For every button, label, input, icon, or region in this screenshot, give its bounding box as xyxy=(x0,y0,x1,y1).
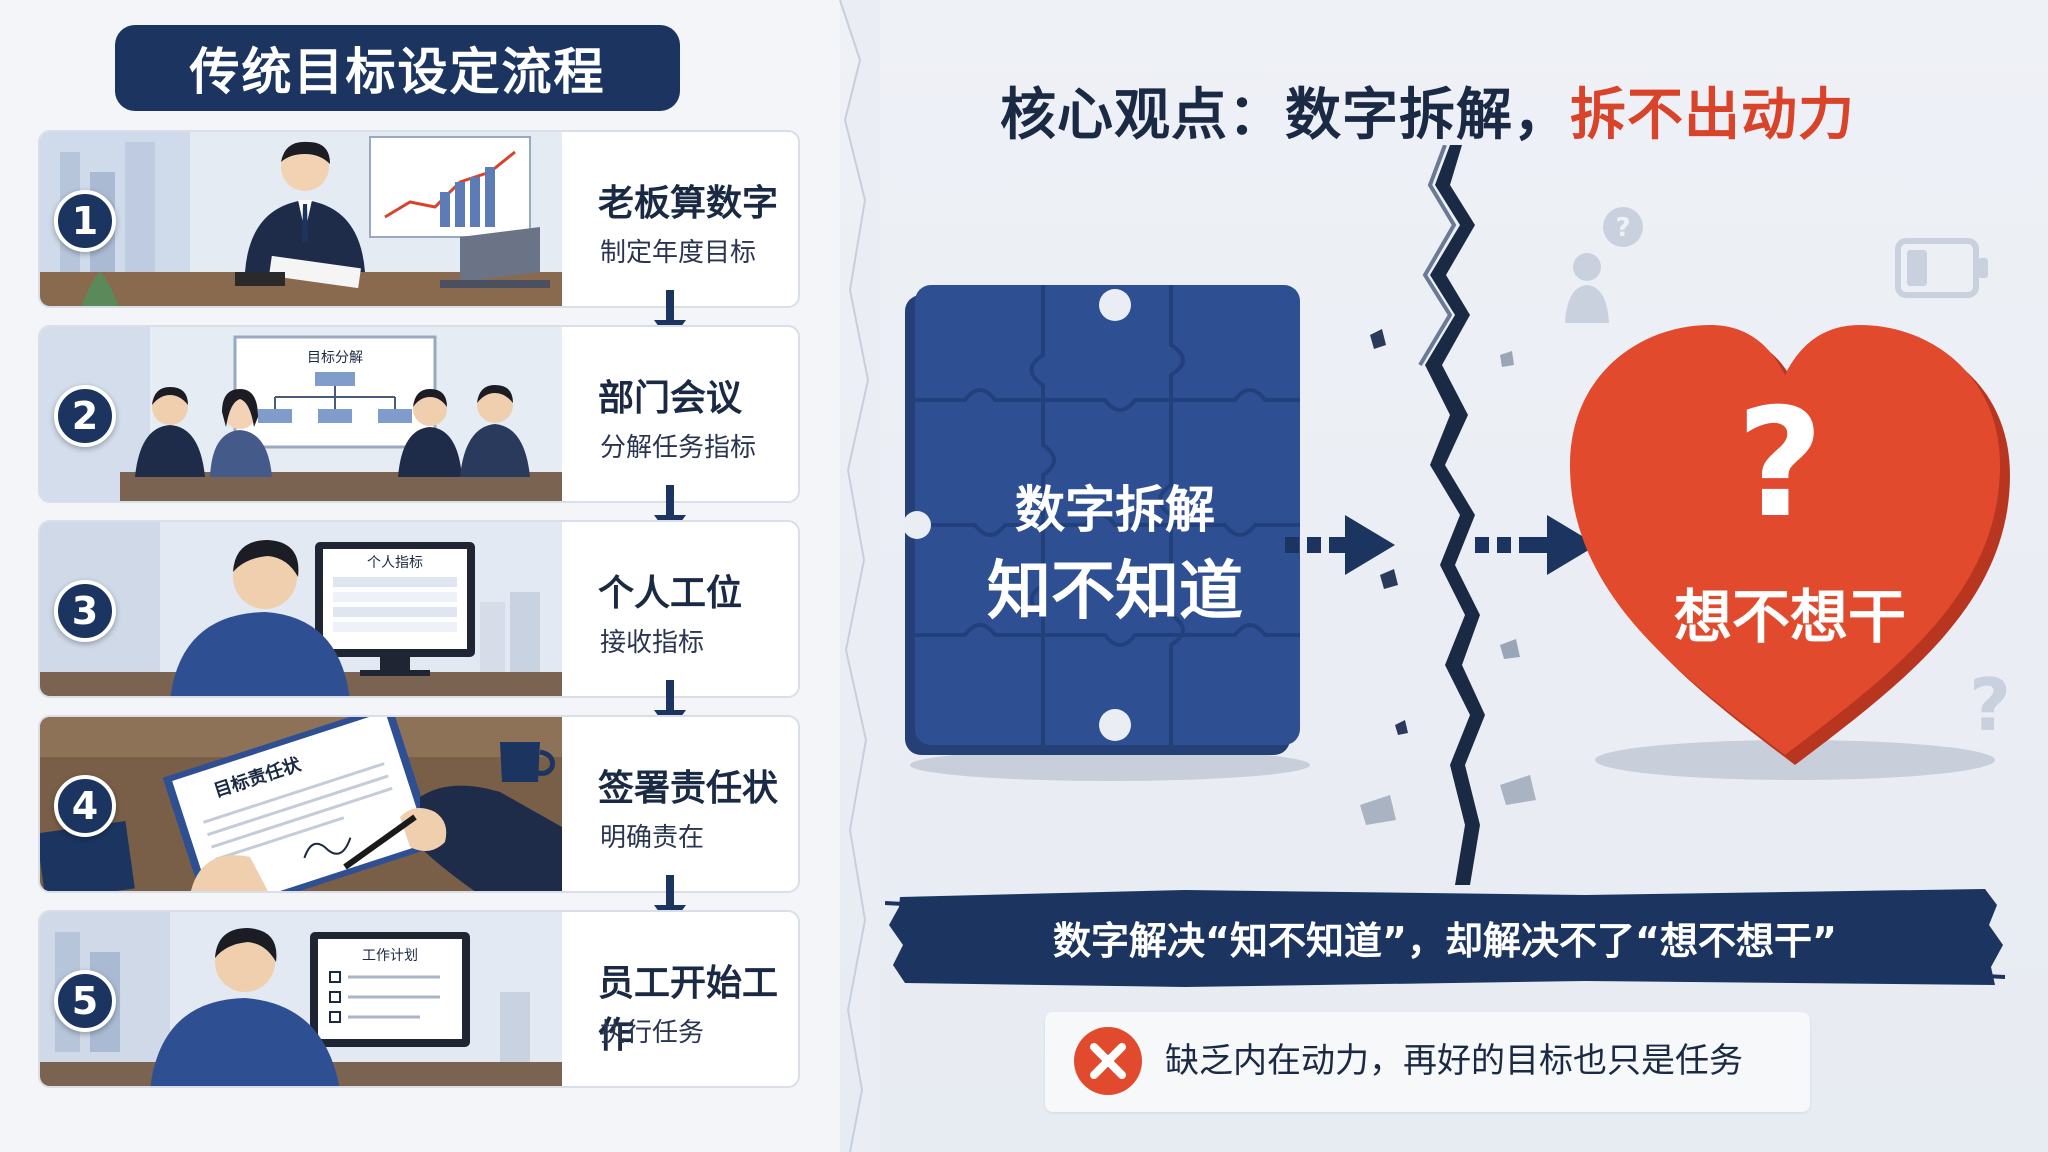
step-1-scene xyxy=(40,132,562,306)
close-circle-icon xyxy=(1074,1027,1142,1095)
step-4-scene: 目标责任状 xyxy=(40,717,562,891)
step-title: 员工开始工作 xyxy=(598,963,779,1056)
step-subtitle: 接收指标 xyxy=(600,628,705,658)
insight-title-accent: 拆不出动力 xyxy=(1570,83,1855,148)
step-2: 目标分解 2 部门会议 分解任务指标 xyxy=(38,325,800,503)
puzzle-icon xyxy=(905,285,1310,781)
step-5: 工作计划 5 员工开始工作 执行任务 xyxy=(38,910,800,1088)
dashed-arrow-icon xyxy=(1285,515,1395,575)
question-icon: ? xyxy=(1969,665,2011,745)
process-title: 传统目标设定流程 xyxy=(115,25,680,111)
step-subtitle: 执行任务 xyxy=(600,1018,705,1048)
conclusion-text: 数字解决“知不知道”，却解决不了“想不想干” xyxy=(1053,919,1837,963)
scene-label: 目标分解 xyxy=(307,350,363,366)
step-4: 目标责任状 4 签署责任状 明确责在 xyxy=(38,715,800,893)
step-number: 1 xyxy=(54,190,116,252)
svg-text:?: ? xyxy=(1615,213,1630,243)
puzzle-label-line2: 知不知道 xyxy=(987,555,1243,629)
step-subtitle: 明确责在 xyxy=(600,823,705,853)
heart-label: 想不想干 xyxy=(1673,583,1906,651)
scene-label: 工作计划 xyxy=(362,948,418,964)
step-5-scene: 工作计划 xyxy=(40,912,562,1086)
svg-text:?: ? xyxy=(1969,665,2011,745)
user-question-icon: ? xyxy=(1565,207,1643,323)
warning-note xyxy=(1045,1012,1810,1112)
step-subtitle: 制定年度目标 xyxy=(600,238,757,268)
battery-low-icon xyxy=(1895,238,1988,298)
step-number: 4 xyxy=(54,775,116,837)
step-number: 2 xyxy=(54,385,116,447)
step-title: 老板算数字 xyxy=(598,183,779,224)
step-title: 部门会议 xyxy=(598,378,743,419)
step-1: 1 老板算数字 制定年度目标 xyxy=(38,130,800,308)
warning-note-text: 缺乏内在动力，再好的目标也只是任务 xyxy=(1165,1041,1743,1081)
heart-icon: ? xyxy=(1570,325,2010,780)
conclusion-banner xyxy=(885,889,2005,987)
step-3-scene: 个人指标 xyxy=(40,522,562,696)
dashed-arrow-icon xyxy=(1475,515,1597,575)
puzzle-label-line1: 数字拆解 xyxy=(1015,481,1215,539)
step-number: 5 xyxy=(54,970,116,1032)
scene-label: 个人指标 xyxy=(367,555,423,571)
insight-title: 核心观点：数字拆解，拆不出动力 xyxy=(1000,83,1855,148)
heart-question-mark: ? xyxy=(1736,377,1823,551)
crack-icon xyxy=(1360,145,1536,885)
step-number: 3 xyxy=(54,580,116,642)
step-subtitle: 分解任务指标 xyxy=(600,433,757,463)
step-title: 个人工位 xyxy=(598,573,743,614)
step-2-scene: 目标分解 xyxy=(40,327,562,501)
step-title: 签署责任状 xyxy=(598,768,779,809)
step-3: 个人指标 3 个人工位 接收指标 xyxy=(38,520,800,698)
torn-edge xyxy=(839,0,880,1152)
